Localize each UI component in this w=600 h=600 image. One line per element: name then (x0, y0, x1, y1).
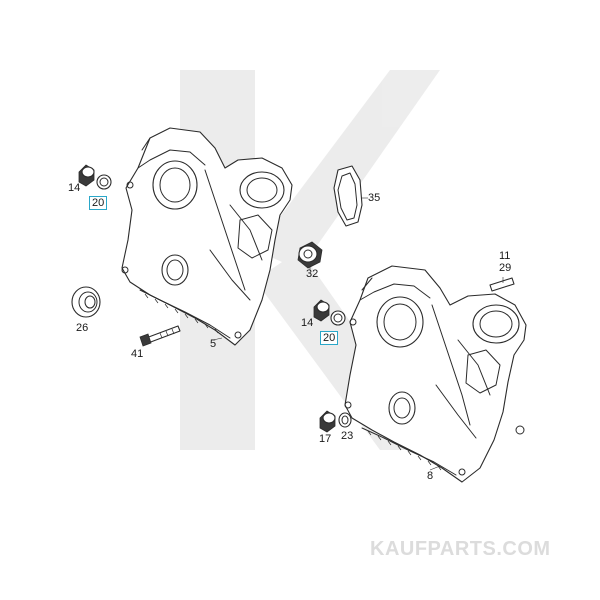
brand-watermark-text: KAUFPARTS.COM (370, 538, 551, 560)
callout-14-bottom: 14 (301, 317, 314, 329)
gasket-35 (333, 165, 363, 227)
washer-23 (338, 412, 352, 428)
seal-ring-20-bottom (330, 310, 346, 326)
callout-32: 32 (306, 268, 319, 280)
callout-17: 17 (319, 433, 332, 445)
plug-17 (319, 410, 336, 433)
plug-14-top (78, 164, 95, 187)
plug-14-bottom (313, 299, 330, 322)
callout-5: 5 (210, 338, 217, 350)
callout-20-top-highlighted[interactable]: 20 (89, 196, 108, 210)
timing-cover-8 (344, 265, 527, 483)
callout-14-top: 14 (68, 182, 81, 194)
leader-lines (212, 197, 504, 471)
bushing-32 (297, 241, 323, 269)
callout-23: 23 (341, 430, 354, 442)
seal-ring-20-top (96, 174, 112, 190)
bolt-41 (139, 325, 181, 347)
shaft-seal-26 (71, 286, 101, 318)
callout-11: 11 (499, 250, 511, 262)
callout-29: 29 (499, 262, 512, 274)
callout-41: 41 (131, 348, 144, 360)
timing-cover-5 (121, 127, 293, 346)
dowel-pin-11-29 (489, 277, 515, 292)
callout-20-bottom-highlighted[interactable]: 20 (320, 331, 339, 345)
callout-26: 26 (76, 322, 89, 334)
callout-35: 35 (368, 192, 381, 204)
callout-8: 8 (427, 470, 434, 482)
